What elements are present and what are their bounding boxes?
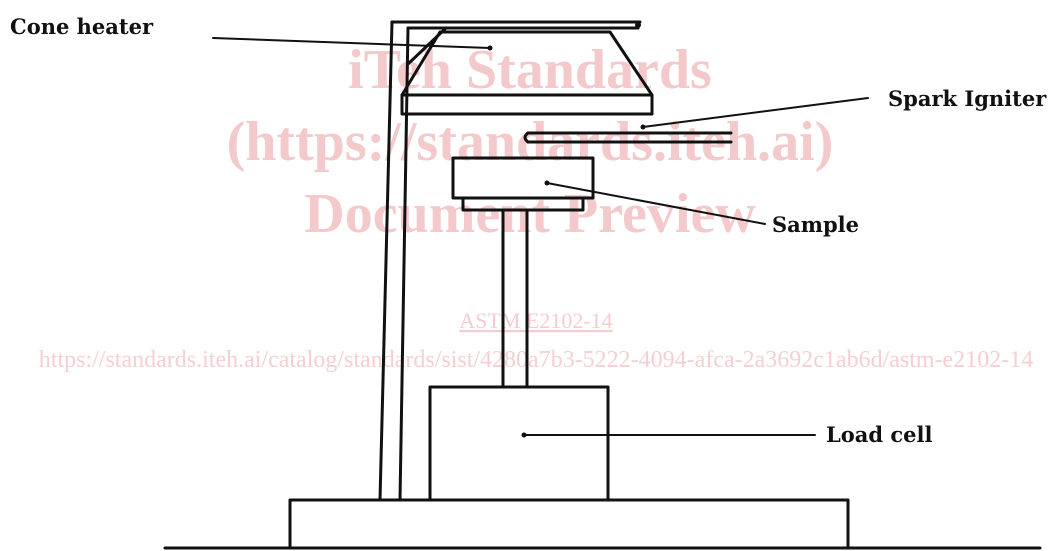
support-rod-inner [398, 26, 410, 502]
base-platform [288, 498, 850, 550]
watermark: iTeh Standards (https://standards.iteh.a… [39, 39, 1033, 373]
apparatus [163, 20, 1042, 550]
leader-load-cell-dot [521, 432, 527, 438]
leader-spark-igniter [642, 97, 869, 128]
load-cell-box [428, 385, 610, 502]
labels: Cone heater Spark Igniter Sample Load ce… [10, 14, 1047, 447]
label-spark-igniter: Spark Igniter [888, 86, 1047, 111]
sample-holder [451, 156, 595, 212]
leader-sample [546, 182, 766, 225]
spark-igniter [523, 131, 733, 144]
label-load-cell: Load cell [826, 422, 932, 447]
sample-tray [461, 196, 585, 212]
spark-igniter-tip [523, 131, 530, 144]
top-arm-end [635, 22, 641, 28]
leader-cone-heater [212, 37, 491, 49]
support-rod-outer [378, 20, 394, 502]
label-sample: Sample [772, 212, 859, 237]
leader-sample-dot [544, 180, 550, 186]
watermark-line-3: Document Preview [304, 183, 756, 245]
watermark-standard-id: ASTM E2102-14 [459, 308, 612, 333]
leader-cone-heater-dot [487, 45, 493, 51]
cone-heater-base [400, 93, 654, 116]
leader-spark-igniter-dot [640, 124, 646, 130]
label-cone-heater: Cone heater [10, 14, 154, 39]
watermark-catalog-url: https://standards.iteh.ai/catalog/standa… [39, 347, 1033, 373]
